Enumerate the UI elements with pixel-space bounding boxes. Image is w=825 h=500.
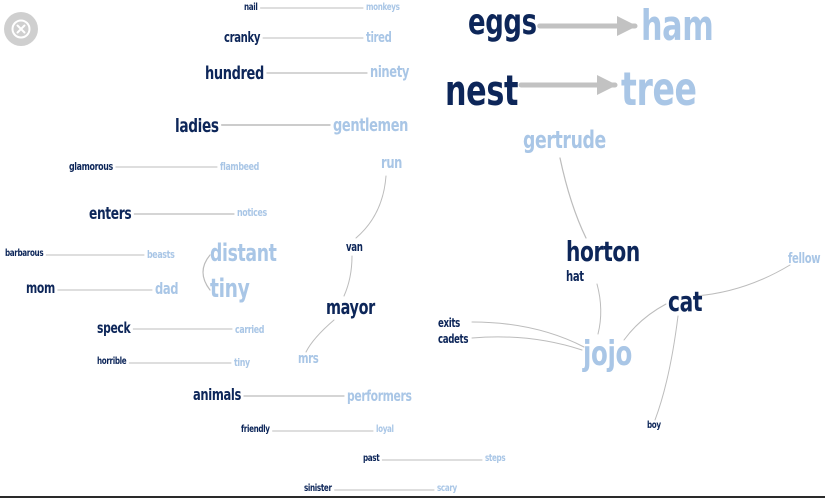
word-nest: nest xyxy=(445,66,519,115)
word-cadets: cadets xyxy=(438,332,469,346)
word-hat: hat xyxy=(566,269,584,285)
word-gertrude: gertrude xyxy=(523,126,606,154)
word-mayor: mayor xyxy=(326,295,375,319)
word-monkeys: monkeys xyxy=(366,2,400,13)
word-ham: ham xyxy=(641,1,714,50)
word-performers: performers xyxy=(347,387,412,405)
word-jojo: jojo xyxy=(583,334,632,374)
word-notices: notices xyxy=(237,206,267,219)
word-glamorous: glamorous xyxy=(69,160,113,173)
link-exits-jojo xyxy=(471,321,585,348)
word-fellow: fellow xyxy=(788,251,821,267)
word-exits: exits xyxy=(438,316,460,330)
link-van-mayor xyxy=(343,255,353,297)
word-boy: boy xyxy=(647,420,661,431)
word-tired: tired xyxy=(366,30,392,46)
word-hundred: hundred xyxy=(205,63,264,84)
word-tiny: tiny xyxy=(234,356,250,369)
link-cat-fellow xyxy=(695,264,791,297)
close-icon xyxy=(11,19,31,39)
word-speck: speck xyxy=(97,319,131,337)
word-horton: horton xyxy=(566,235,640,268)
word-van: van xyxy=(346,240,363,254)
word-distant: distant xyxy=(210,239,277,267)
word-cranky: cranky xyxy=(224,30,261,46)
link-run-van xyxy=(355,175,387,239)
link-cat-boy xyxy=(654,315,679,421)
word-cat: cat xyxy=(668,285,703,318)
word-loyal: loyal xyxy=(376,424,394,435)
word-ladies: ladies xyxy=(175,115,219,137)
link-mayor-mrs xyxy=(305,319,335,353)
link-cadets-jojo xyxy=(471,336,583,351)
word-beasts: beasts xyxy=(147,248,175,261)
word-carried: carried xyxy=(235,323,265,336)
word-enters: enters xyxy=(89,204,132,224)
link-jojo-cat xyxy=(623,303,667,341)
link-distant-tiny xyxy=(202,254,211,291)
link-horton-jojo xyxy=(596,283,602,335)
word-steps: steps xyxy=(485,453,506,464)
word-dad: dad xyxy=(155,279,179,298)
word-flambeed: flambeed xyxy=(220,160,259,173)
word-run: run xyxy=(381,153,403,172)
word-eggs: eggs xyxy=(468,2,537,43)
word-past: past xyxy=(363,453,380,464)
bottom-divider xyxy=(0,496,825,498)
word-gentlemen: gentlemen xyxy=(333,115,409,136)
word-mom: mom xyxy=(26,279,55,297)
word-scary: scary xyxy=(437,483,457,494)
word-tiny: tiny xyxy=(210,274,250,304)
word-mrs: mrs xyxy=(298,351,319,367)
word-horrible: horrible xyxy=(97,356,127,367)
close-button[interactable] xyxy=(4,12,38,46)
word-tree: tree xyxy=(621,62,697,116)
word-barbarous: barbarous xyxy=(5,248,44,259)
word-animals: animals xyxy=(193,385,241,404)
word-ninety: ninety xyxy=(370,62,410,81)
word-nail: nail xyxy=(244,2,258,13)
word-friendly: friendly xyxy=(241,424,270,435)
word-sinister: sinister xyxy=(304,483,332,494)
link-gertrude-horton xyxy=(559,157,587,239)
